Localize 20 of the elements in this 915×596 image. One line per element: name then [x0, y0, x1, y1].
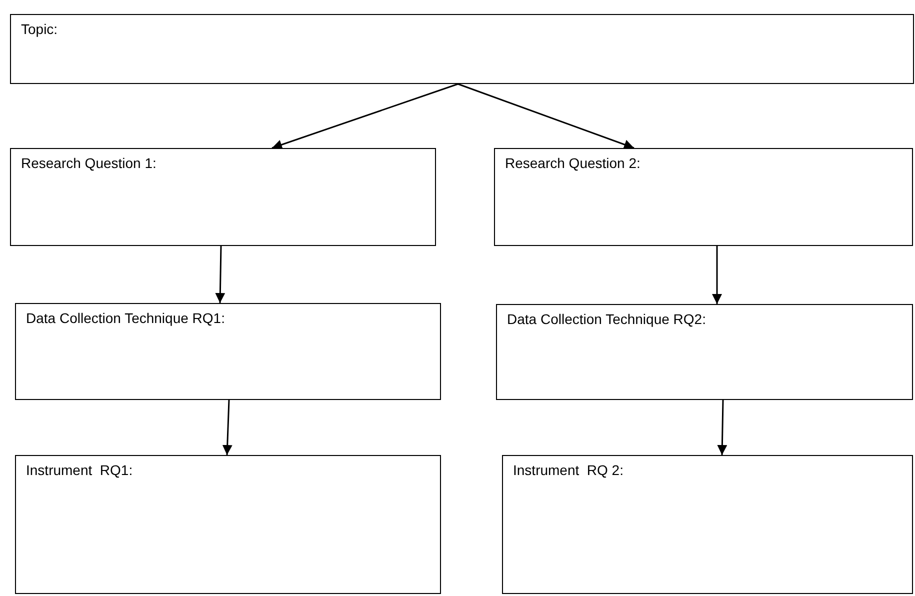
box-heading: Instrument RQ 2: [513, 462, 624, 478]
answer-box [15, 455, 441, 594]
answer-box [496, 304, 913, 400]
answer-box [15, 303, 441, 400]
box-heading: Data Collection Technique RQ1: [26, 310, 225, 326]
answer-box [10, 148, 436, 246]
answer-box [494, 148, 913, 246]
arrow [458, 83, 634, 150]
arrow [215, 246, 226, 304]
box-heading: Topic: [21, 21, 58, 37]
box-heading: Data Collection Technique RQ2: [507, 311, 706, 327]
arrow [717, 400, 728, 456]
answer-box [502, 455, 913, 594]
arrow [712, 246, 722, 304]
arrow [222, 400, 232, 456]
answer-box [10, 14, 914, 84]
arrow [272, 83, 458, 150]
box-heading: Instrument RQ1: [26, 462, 133, 478]
box-heading: Research Question 2: [505, 155, 640, 171]
box-heading: Research Question 1: [21, 155, 156, 171]
